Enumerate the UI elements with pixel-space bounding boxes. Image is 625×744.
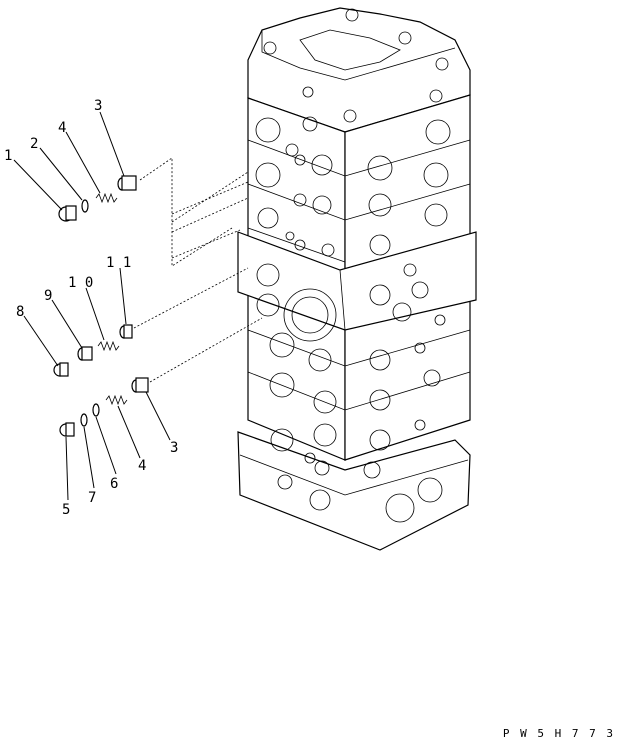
part-4-spring — [95, 192, 118, 204]
callout-labels: 1 2 4 3 8 9 1 0 1 1 5 7 6 4 3 — [4, 98, 178, 518]
part-3-poppet — [117, 175, 137, 191]
part-8-plug — [53, 362, 69, 377]
callout-4-lower: 4 — [138, 458, 146, 474]
callout-4-upper: 4 — [58, 120, 66, 136]
valve-block-assembly — [237, 7, 477, 551]
part-1-plug — [58, 205, 77, 222]
callout-9: 9 — [44, 288, 52, 304]
callout-11: 1 1 — [106, 255, 131, 271]
drawing-code: P W 5 H 7 7 3 — [502, 727, 615, 740]
part-11-poppet — [119, 324, 133, 339]
part-6-o-ring — [92, 403, 100, 417]
callout-6: 6 — [110, 476, 118, 492]
part-group-middle — [53, 267, 249, 377]
part-7-washer — [80, 413, 88, 427]
part-4b-spring — [105, 394, 128, 406]
part-3b-poppet — [131, 377, 149, 393]
part-group-lower — [59, 317, 263, 437]
callout-7: 7 — [88, 490, 96, 506]
callout-3-lower: 3 — [170, 440, 178, 456]
part-5-plug — [59, 422, 75, 437]
callout-2: 2 — [30, 136, 38, 152]
callout-10: 1 0 — [68, 275, 93, 291]
callout-3-upper: 3 — [94, 98, 102, 114]
part-10-spring — [97, 340, 120, 352]
callout-1: 1 — [4, 148, 12, 164]
part-2-o-ring — [81, 199, 89, 213]
leader-lines — [13, 111, 171, 501]
callout-8: 8 — [16, 304, 24, 320]
part-9-plug — [77, 346, 93, 361]
part-group-upper — [58, 157, 249, 267]
callout-5: 5 — [62, 502, 70, 518]
